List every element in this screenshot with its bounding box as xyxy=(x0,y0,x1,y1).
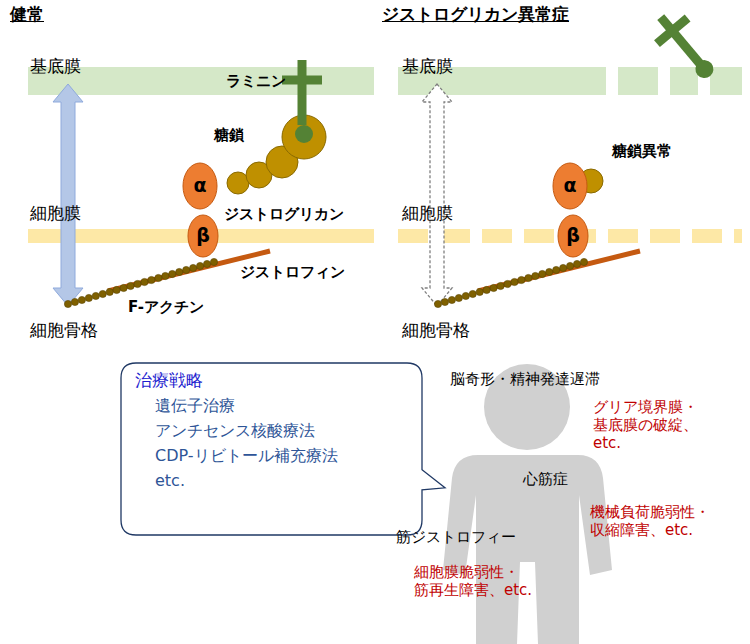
panel-heading: ジストログリカン異常症 xyxy=(382,4,569,24)
laminin xyxy=(282,60,322,125)
label-line: グリア境界膜・ xyxy=(593,398,698,416)
symptom-detail: 機械負荷脆弱性・ 収縮障害、etc. xyxy=(590,503,710,539)
dystrophin xyxy=(478,251,640,291)
subunit-symbol: β xyxy=(566,224,580,248)
alpha-dystroglycan: α xyxy=(182,162,218,210)
structure-label: 基底膜 xyxy=(402,56,453,76)
part-name: 糖鎖 xyxy=(214,126,244,144)
subunit-symbol: α xyxy=(193,174,206,198)
label-line: 機械負荷脆弱性・ xyxy=(590,503,710,521)
label-line: 筋再生障害、etc. xyxy=(414,581,532,599)
structure-label: 基底膜 xyxy=(30,56,81,76)
label-line: etc. xyxy=(593,434,698,452)
callout-heading: 治療戦略 xyxy=(135,370,409,391)
human-body xyxy=(443,455,612,644)
label-line: 収縮障害、etc. xyxy=(590,521,710,539)
label-line: 細胞膜脆弱性・ xyxy=(414,563,532,581)
subunit-symbol: β xyxy=(196,224,210,248)
subunit-symbol: α xyxy=(563,174,576,198)
label-line: 基底膜の破綻、 xyxy=(593,416,698,434)
panel-heading: 健常 xyxy=(10,4,44,24)
alpha-dystroglycan: α xyxy=(552,162,588,210)
f-actin xyxy=(434,258,587,307)
structure-label: 細胞骨格 xyxy=(402,320,470,340)
beta-dystroglycan: β xyxy=(557,214,589,258)
symptom-detail: グリア境界膜・ 基底膜の破綻、 etc. xyxy=(593,398,698,452)
symptom-label: 脳奇形・精神発達遅滞 xyxy=(450,370,600,388)
part-name: F-アクチン xyxy=(128,298,204,316)
part-name: 糖鎖異常 xyxy=(612,142,672,160)
structure-label: 細胞膜 xyxy=(30,203,81,223)
laminin-globule xyxy=(295,125,313,143)
symptom-detail: 細胞膜脆弱性・ 筋再生障害、etc. xyxy=(414,563,532,599)
beta-dystroglycan: β xyxy=(187,214,219,258)
strategy-item: CDP-リビトール補充療法 xyxy=(155,446,409,466)
link-arrow xyxy=(53,84,83,306)
strategy-item: 遺伝子治療 xyxy=(155,396,409,416)
part-name: ジストログリカン xyxy=(224,205,344,223)
detached-laminin xyxy=(645,4,725,89)
symptom-label: 心筋症 xyxy=(523,470,568,488)
strategy-item: アンチセンス核酸療法 xyxy=(155,421,409,441)
part-name: ラミニン xyxy=(226,72,286,90)
part-name: ジストロフィン xyxy=(240,263,345,281)
strategy-callout: 治療戦略遺伝子治療アンチセンス核酸療法 CDP-リビトール補充療法 etc. xyxy=(120,362,423,536)
symptom-label: 筋ジストロフィー xyxy=(396,528,516,546)
broken-link-arrow xyxy=(422,84,452,306)
structure-label: 細胞骨格 xyxy=(30,320,98,340)
strategy-item: etc. xyxy=(155,471,409,491)
structure-label: 細胞膜 xyxy=(402,203,453,223)
